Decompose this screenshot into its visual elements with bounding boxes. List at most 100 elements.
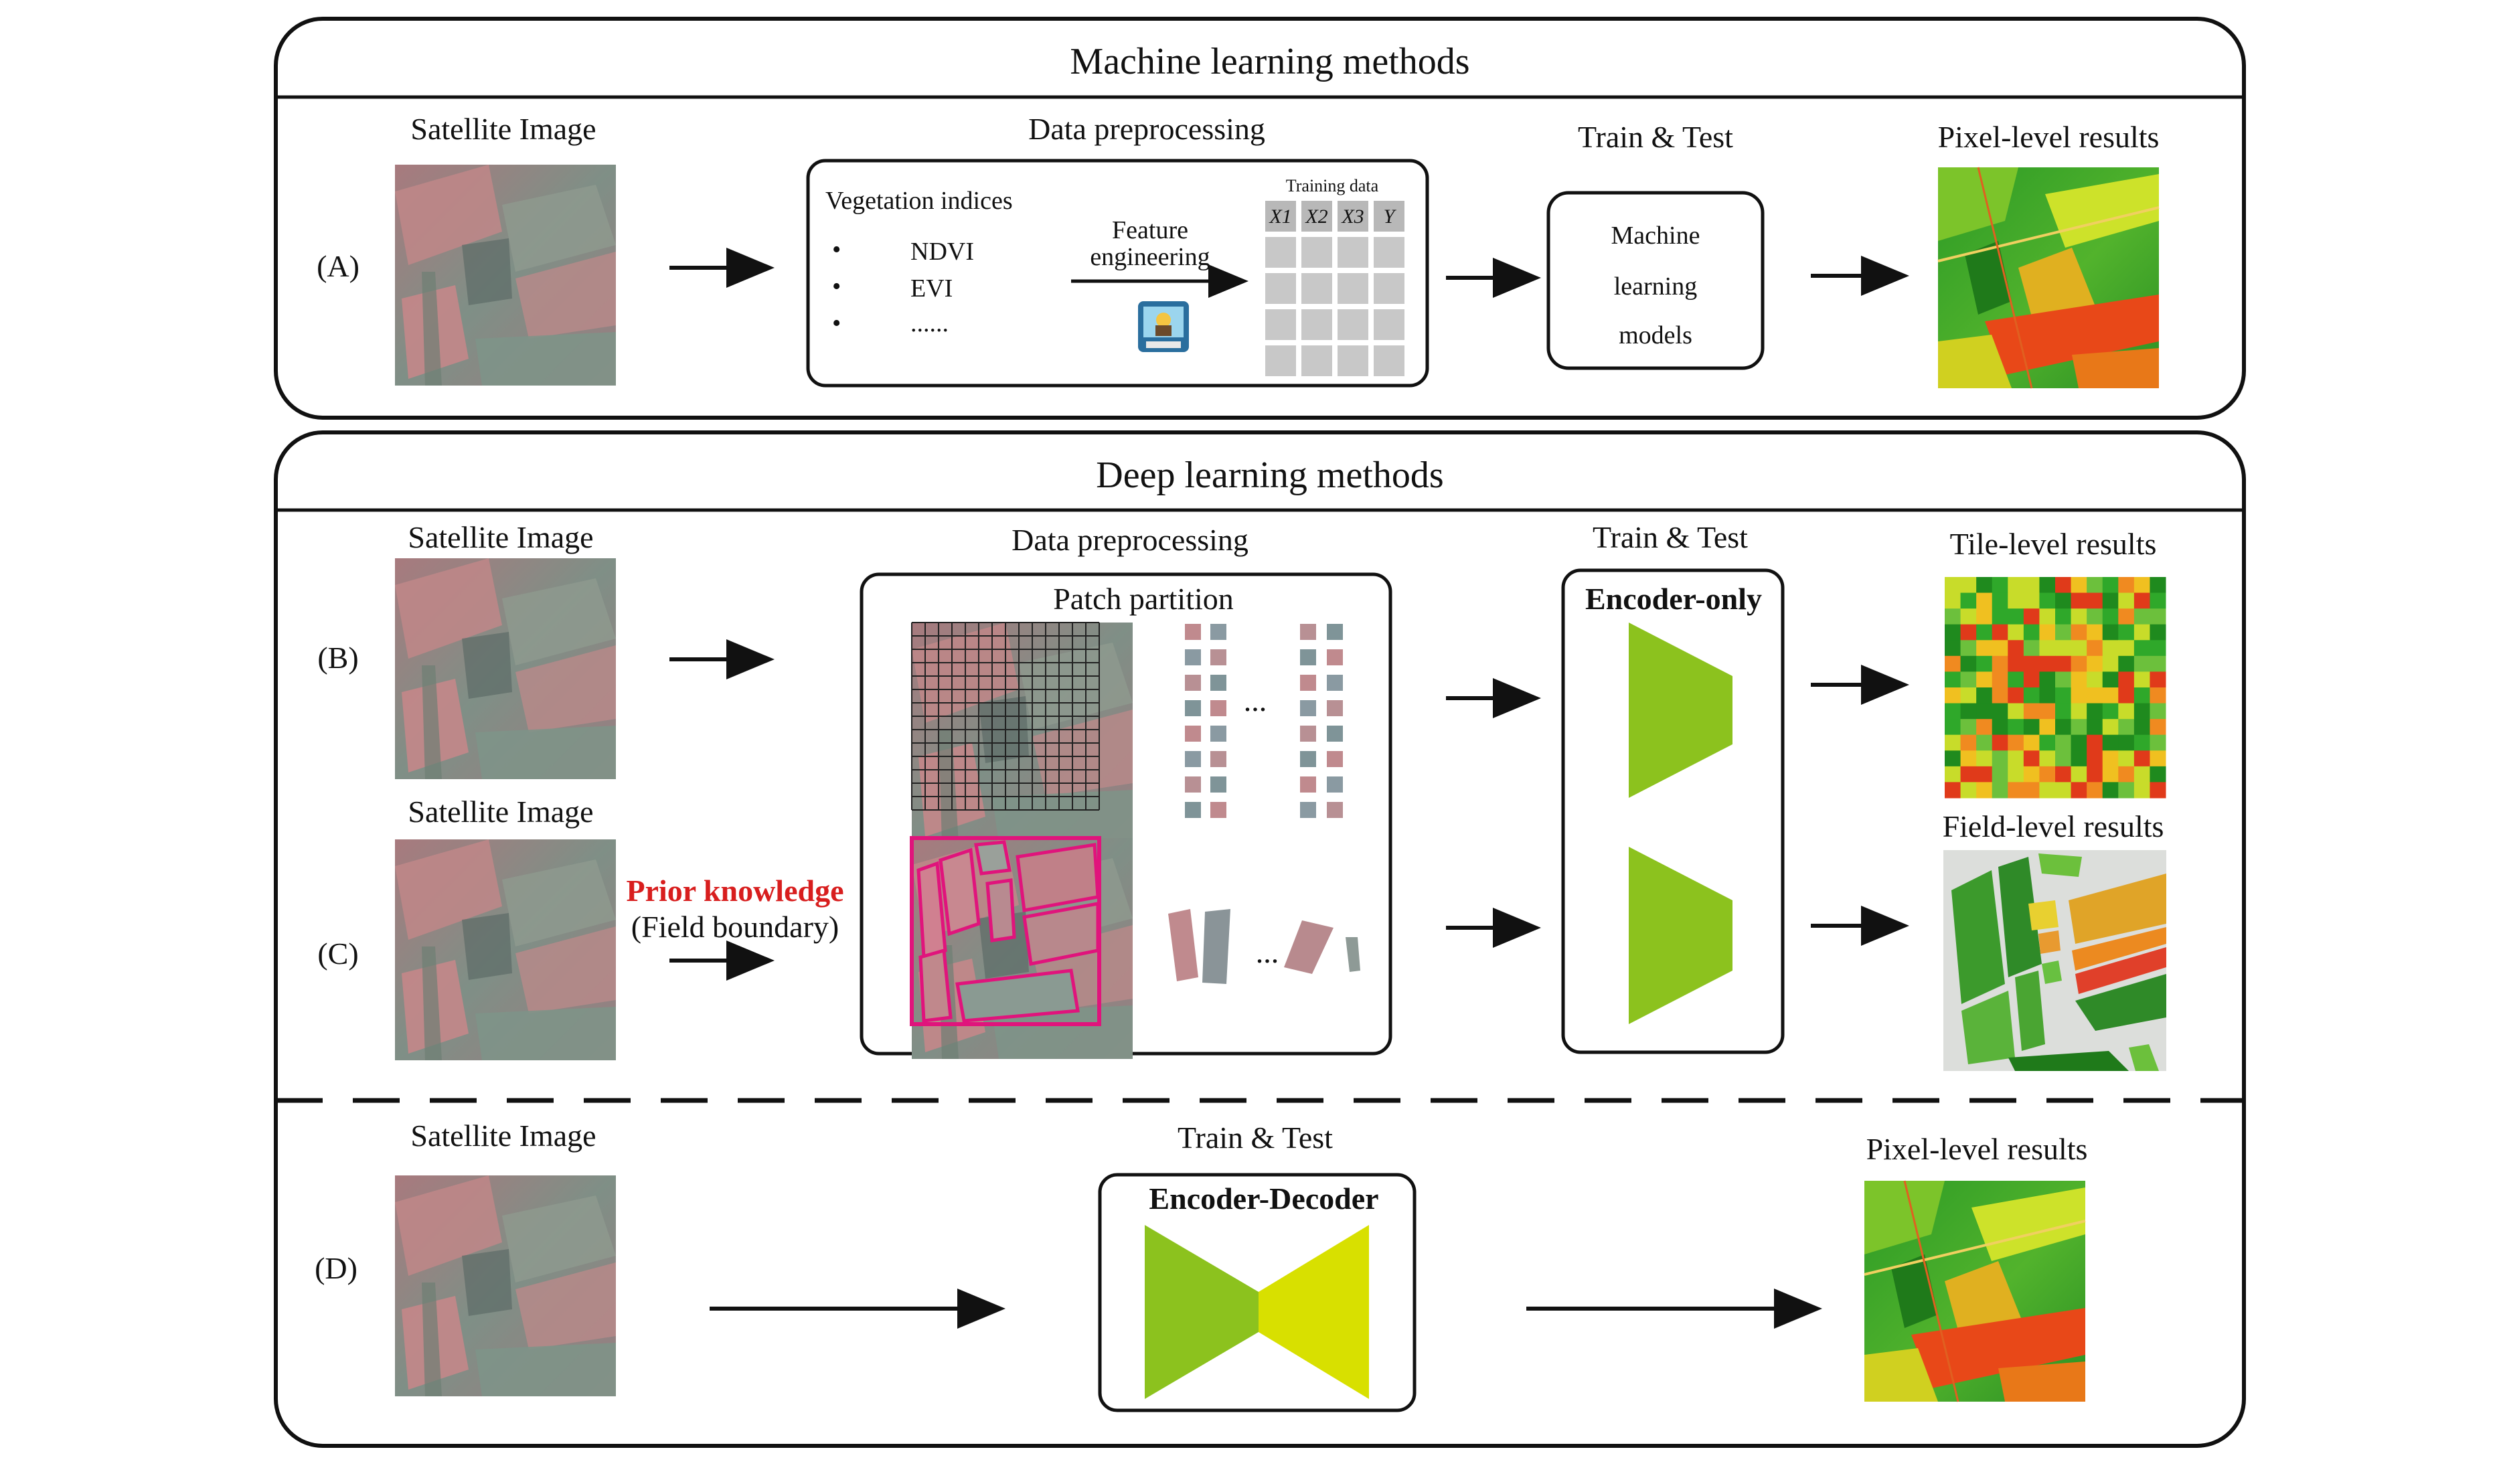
tile-cell (2071, 766, 2087, 782)
tile-cell (1960, 624, 1977, 641)
table-cell (1374, 273, 1404, 304)
patch-grid (911, 622, 1100, 811)
tile-cell (1992, 782, 2008, 799)
tile-cell (2133, 592, 2150, 609)
tile-cell (2087, 608, 2103, 625)
tile-cell (2071, 782, 2087, 799)
tile-cell (2087, 750, 2103, 767)
tile-cell (2087, 719, 2103, 736)
tile-cell (2087, 734, 2103, 751)
patch-square (1210, 675, 1226, 691)
row-label-b: (B) (317, 641, 358, 675)
tile-cell (2055, 655, 2072, 672)
tile-cell (2118, 734, 2135, 751)
tile-cell (2071, 734, 2087, 751)
tile-cell (2008, 671, 2024, 688)
satellite-label-b: Satellite Image (408, 520, 593, 554)
tile-cell (2023, 703, 2040, 720)
tile-cell (2133, 719, 2150, 736)
ml-panel-frame (274, 17, 2246, 420)
tile-cell (1976, 640, 1993, 657)
tile-cell (1960, 671, 1977, 688)
tile-cell (2150, 592, 2166, 609)
tile-cell (2118, 703, 2135, 720)
encoder-decoder-label: Encoder-Decoder (1149, 1181, 1378, 1216)
index-evi: EVI (910, 274, 953, 303)
patch-square (1327, 802, 1343, 818)
patch-square (1210, 726, 1226, 742)
table-cell (1265, 201, 1296, 232)
tile-cell (2118, 592, 2135, 609)
tile-cell (2087, 687, 2103, 704)
bullet-2: • (832, 272, 841, 301)
tile-cell (2118, 782, 2135, 799)
tile-cell (2008, 750, 2024, 767)
tile-cell (1976, 624, 1993, 641)
satellite-label-d: Satellite Image (410, 1119, 596, 1153)
tile-cell (2118, 608, 2135, 625)
decoder-d-shape (1259, 1225, 1369, 1399)
tile-cell (2055, 624, 2072, 641)
patch-square (1185, 624, 1201, 640)
table-cell (1338, 237, 1368, 268)
tile-cell (1945, 592, 1961, 609)
patch-square (1185, 649, 1201, 665)
tile-cell (2133, 687, 2150, 704)
tile-cell (2055, 719, 2072, 736)
tile-cell (2071, 671, 2087, 688)
tile-cell (1992, 687, 2008, 704)
table-cell (1374, 345, 1404, 376)
table-cell (1301, 345, 1332, 376)
tile-cell (1992, 608, 2008, 625)
tile-cell (1945, 703, 1961, 720)
tile-cell (2087, 624, 2103, 641)
tile-cell (2102, 608, 2119, 625)
tile-cell (1976, 734, 1993, 751)
tile-cell (2087, 640, 2103, 657)
tile-level-result-image (1945, 577, 2166, 799)
pixel-result-d (1863, 1179, 2087, 1403)
tile-cell (1992, 671, 2008, 688)
tile-cell (2150, 671, 2166, 688)
tile-cell (1992, 734, 2008, 751)
table-header: X2 (1305, 205, 1327, 228)
satellite-label-a: Satellite Image (410, 112, 596, 146)
tile-cell (2023, 608, 2040, 625)
tile-cell (1945, 719, 1961, 736)
patch-square (1300, 624, 1316, 640)
tile-cell (2071, 624, 2087, 641)
tile-cell (2118, 671, 2135, 688)
ml-panel-title: Machine learning methods (1070, 41, 1469, 82)
tile-cell (2118, 577, 2135, 594)
patch-square (1300, 802, 1316, 818)
patch-square (1210, 624, 1226, 640)
tile-cell (1960, 734, 1977, 751)
tile-cell (2039, 766, 2056, 782)
tile-cell (2023, 624, 2040, 641)
tile-cell (2055, 577, 2072, 594)
satellite-image-b (395, 558, 616, 779)
tile-cell (2102, 592, 2119, 609)
satellite-image-c (395, 839, 616, 1060)
tile-cell (2039, 750, 2056, 767)
tile-cell (2023, 766, 2040, 782)
dl-panel-title: Deep learning methods (1096, 455, 1443, 496)
table-cell (1301, 237, 1332, 268)
tile-cell (1945, 750, 1961, 767)
patch-square (1185, 700, 1201, 716)
veg-indices-label: Vegetation indices (825, 187, 1013, 215)
tile-cell (1992, 655, 2008, 672)
patch-square (1185, 776, 1201, 793)
tile-cell (2087, 655, 2103, 672)
tile-cell (1945, 766, 1961, 782)
tile-cell (2087, 766, 2103, 782)
tile-cell (1976, 703, 1993, 720)
patch-square (1300, 776, 1316, 793)
tile-cell (1945, 782, 1961, 799)
tile-cell (2055, 734, 2072, 751)
tile-cell (2008, 640, 2024, 657)
tile-cell (1945, 577, 1961, 594)
tile-cell (2055, 592, 2072, 609)
satellite-image-d (395, 1175, 616, 1396)
tile-cell (1976, 766, 1993, 782)
